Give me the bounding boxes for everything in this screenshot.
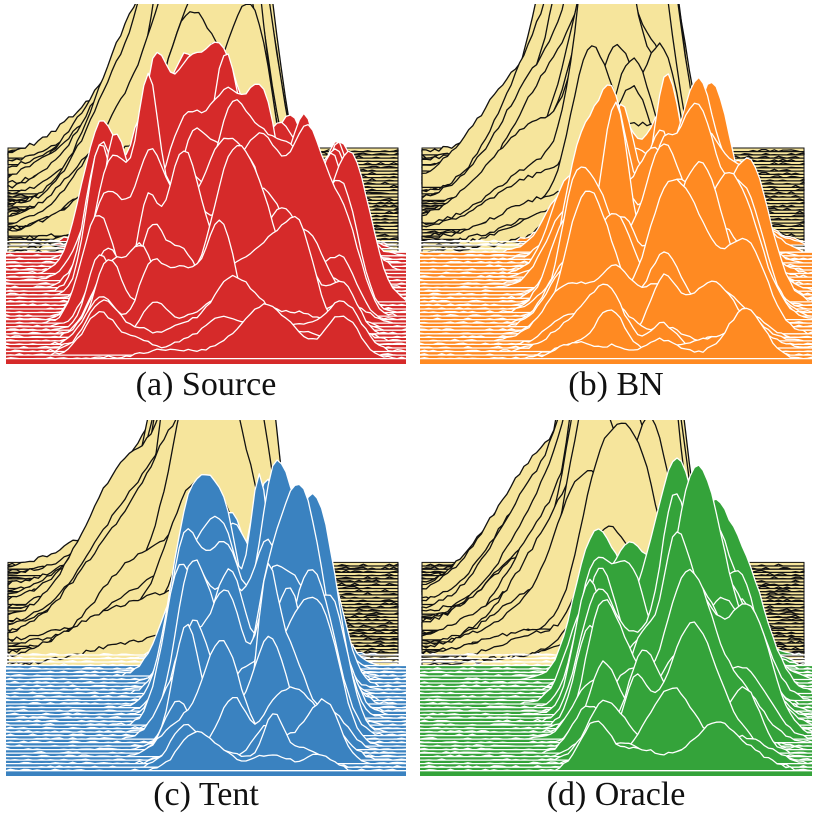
caption-source: (a) Source	[135, 366, 277, 403]
test-time-ridge-group	[6, 459, 406, 772]
test-time-ridge-group	[6, 41, 406, 360]
test-time-ridge-group-ridge	[420, 720, 812, 772]
test-time-ridge-group-ridge	[6, 730, 406, 772]
test-time-ridge-group-ridge	[6, 303, 406, 360]
test-time-ridge-group-ridge	[420, 307, 812, 360]
caption-oracle: (d) Oracle	[546, 776, 686, 813]
ridgeline-plot-bn	[420, 4, 812, 364]
ridgeline-plot-tent	[6, 420, 406, 776]
panel-source: (a) Source	[6, 4, 406, 404]
test-time-ridge-group	[420, 457, 812, 772]
panel-bn: (b) BN	[420, 4, 814, 404]
panel-tent: (c) Tent	[6, 420, 406, 820]
ridgeline-plot-oracle	[420, 420, 812, 776]
caption-tent: (c) Tent	[153, 776, 259, 813]
ridgeline-plot-source	[6, 4, 406, 364]
panel-oracle: (d) Oracle	[420, 420, 814, 820]
caption-bn: (b) BN	[568, 366, 664, 403]
test-time-ridge-group	[420, 73, 812, 360]
